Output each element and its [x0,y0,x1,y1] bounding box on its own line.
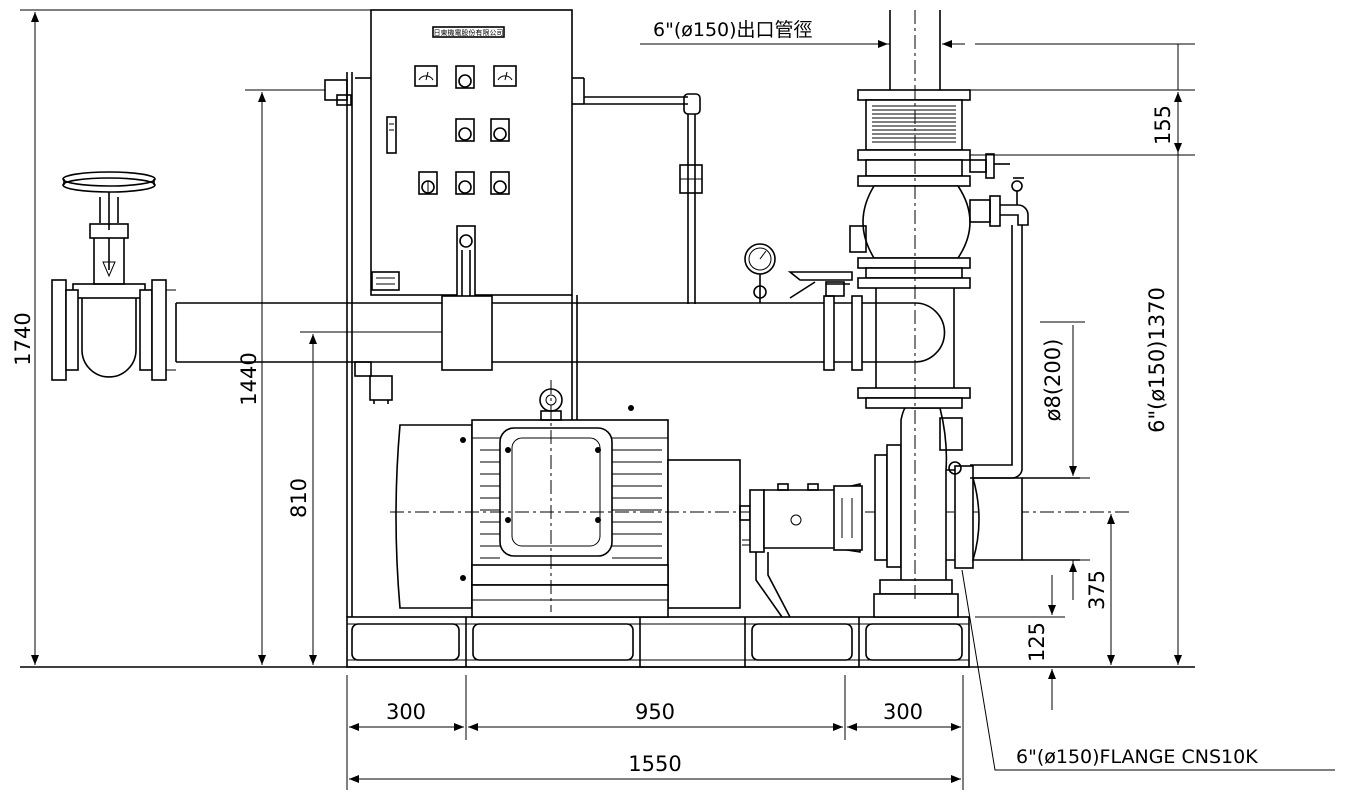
dimension-lines [20,9,1335,790]
dim-overall-height: 1740 [11,312,35,365]
base-frame [20,616,1195,668]
discharge-riser [849,10,971,600]
panel-meter-icon [414,65,517,87]
dim-base-left: 300 [386,700,426,724]
motor-fins [480,449,662,559]
dim-base-middle: 950 [635,700,675,724]
dim-base-height: 125 [1025,622,1049,662]
coupling [739,482,863,618]
riser-valves [939,153,1029,479]
note-flange-spec: 6"(ø150)FLANGE CNS10K [1016,746,1258,768]
panel-pipe [584,93,703,304]
drain-fitting [369,375,393,404]
panel-label: 日東機電股份有限公司 [434,28,504,37]
dim-flex-length: 155 [1151,105,1175,145]
dim-inlet-diameter: ø8(200) [1041,339,1065,422]
dim-outlet-height: 6"(ø150)1370 [1145,287,1169,433]
ball-valve-icon [787,271,853,299]
header-pipe [175,295,946,377]
dim-base-right: 300 [883,700,923,724]
gate-valve [51,171,176,381]
panel-switch-icon [418,65,510,195]
dim-shaft-height: 375 [1085,570,1109,610]
pressure-gauge-icon [744,243,776,303]
dim-base-total: 1550 [628,752,681,776]
note-outlet-pipe: 6"(ø150)出口管徑 [653,19,813,41]
motor [395,388,741,618]
dim-panel-height: 1440 [237,352,261,405]
dim-header-height: 810 [287,478,311,518]
expansion-bellows [872,105,956,143]
pump-casing [873,404,1080,618]
